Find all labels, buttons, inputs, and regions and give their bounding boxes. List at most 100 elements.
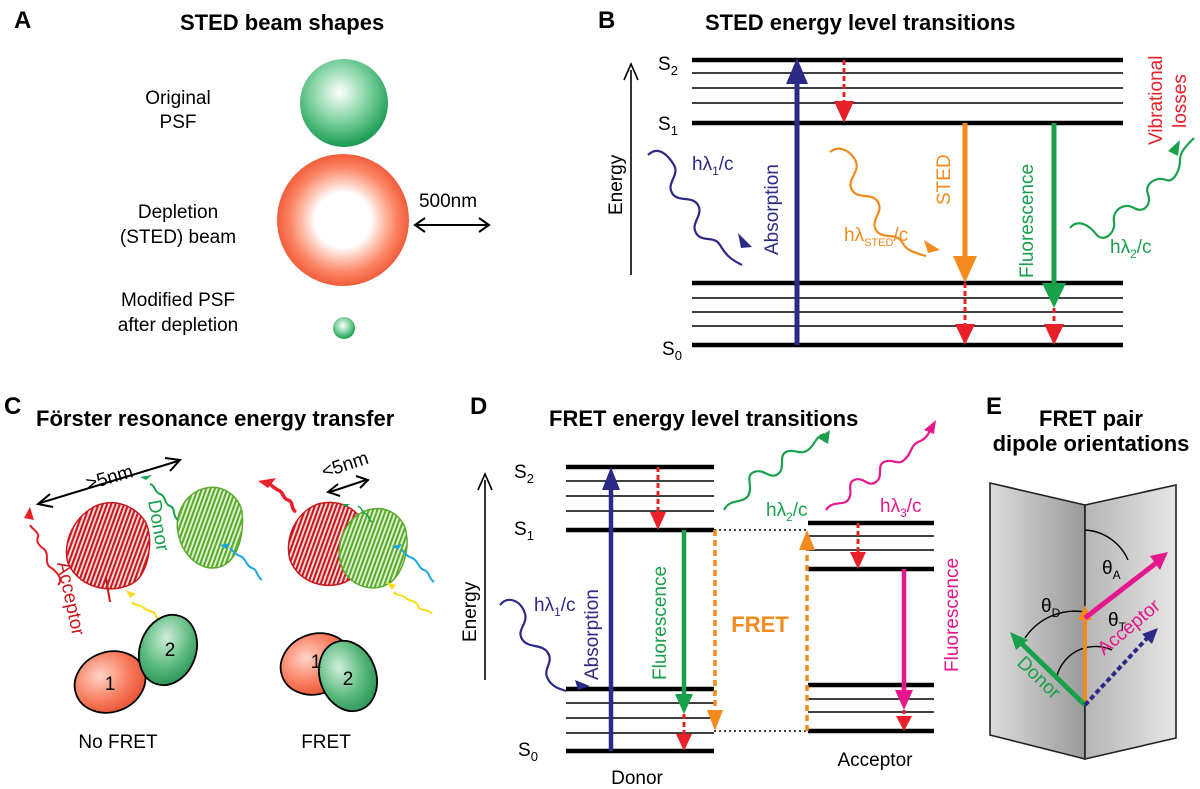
panel-d: D FRET energy level transitions Energy S… bbox=[460, 393, 963, 789]
d-s0-label: S0 bbox=[518, 740, 538, 764]
fret-acceptor-excitation-wave bbox=[393, 591, 433, 615]
d-donor-caption: Donor bbox=[611, 768, 663, 789]
absorption-arrow bbox=[786, 58, 808, 345]
bead-1-nofret-label: 1 bbox=[105, 674, 116, 695]
sted-label: STED bbox=[934, 154, 955, 205]
energy-axis-label: Energy bbox=[606, 154, 627, 215]
d-fluorescence-label-donor: Fluorescence bbox=[650, 566, 671, 680]
fluorescence-arrow bbox=[1042, 123, 1066, 308]
d-vib-loss-donor-bottom bbox=[676, 714, 692, 751]
d-fluorescence-label-acceptor: Fluorescence bbox=[942, 558, 963, 672]
photon-wave-emission bbox=[1069, 137, 1195, 239]
bead-2-nofret-label: 2 bbox=[165, 640, 176, 661]
fret-acceptor-excitation-head bbox=[386, 582, 396, 590]
bead-2-fret bbox=[318, 639, 378, 713]
acceptor-protein-nofret bbox=[65, 502, 151, 590]
panel-b-title: STED energy level transitions bbox=[705, 10, 1016, 35]
donor-levels bbox=[566, 464, 714, 754]
theta-a-label: θA bbox=[1102, 558, 1121, 582]
d-vib-loss-acceptor-bottom bbox=[896, 710, 912, 731]
photon2-label: hλ2/c bbox=[1110, 237, 1152, 261]
panel-e: E FRET pair dipole orientations θA θD θT… bbox=[986, 393, 1190, 761]
photon-wave-sted-head bbox=[924, 240, 940, 253]
acceptor-dipole-vector bbox=[1083, 558, 1162, 620]
donor-emission-wave bbox=[149, 483, 179, 521]
acceptor-dipole-head bbox=[1150, 552, 1168, 570]
scale-500nm-label: 500nm bbox=[419, 191, 477, 212]
donor-excitation-wave bbox=[229, 547, 263, 581]
s2-label: S2 bbox=[658, 54, 678, 78]
transfer-dipole-head bbox=[1142, 628, 1158, 644]
fret-donor-excitation-head bbox=[392, 544, 402, 550]
d-s1-label: S1 bbox=[514, 519, 534, 543]
d-fluorescence-arrow-acceptor bbox=[895, 569, 913, 710]
panel-d-letter: D bbox=[470, 393, 487, 420]
absorption-label: Absorption bbox=[762, 164, 783, 255]
vibrational-losses-label-2: losses bbox=[1170, 74, 1191, 128]
donor-emission-head bbox=[140, 475, 152, 480]
d-fluorescence-arrow-donor bbox=[675, 530, 693, 714]
energy-axis-label-d: Energy bbox=[460, 581, 481, 642]
panel-c-letter: C bbox=[4, 393, 21, 420]
original-psf-label-2: PSF bbox=[160, 112, 197, 133]
d-vib-loss-acceptor-top bbox=[850, 523, 866, 569]
panel-b: B STED energy level transitions Energy S… bbox=[598, 7, 1195, 363]
fret-donor-excitation-wave bbox=[401, 549, 435, 583]
donor-dipole-vector bbox=[1016, 638, 1087, 707]
dipole-plane-left bbox=[989, 481, 1086, 761]
modified-psf-label-1: Modified PSF bbox=[121, 290, 235, 311]
d-photon-wave-donor-emission bbox=[723, 432, 825, 511]
d-absorption-arrow bbox=[602, 467, 620, 751]
fret-donor-emission-wave bbox=[357, 505, 373, 523]
fret-acceptor-emission-head bbox=[258, 478, 276, 488]
bead-2-fret-label: 2 bbox=[343, 669, 354, 690]
fluorescence-label: Fluorescence bbox=[1017, 164, 1038, 278]
bead-2-nofret bbox=[138, 613, 198, 687]
d-photon-wave-absorb bbox=[499, 598, 567, 693]
photon1-label: hλ1/c bbox=[692, 154, 734, 178]
modified-psf-spot bbox=[333, 317, 355, 339]
panel-b-letter: B bbox=[598, 7, 615, 34]
panel-c: C Förster resonance energy transfer >5nm… bbox=[4, 393, 435, 753]
d-acceptor-caption: Acceptor bbox=[838, 750, 914, 771]
s1-label: S1 bbox=[658, 114, 678, 138]
d-photon1-label: hλ1/c bbox=[534, 595, 576, 619]
vibrational-loss-arrow-top bbox=[834, 60, 854, 123]
depletion-donut bbox=[277, 154, 409, 286]
fret-acceptor-emission-wave bbox=[268, 482, 298, 514]
vibrational-losses-label-1: Vibrational bbox=[1146, 56, 1167, 145]
distance-gt5nm-arrow bbox=[35, 457, 183, 508]
d-photon-wave-acceptor-emission-head bbox=[924, 420, 936, 434]
s0-label: S0 bbox=[662, 339, 682, 363]
s1-s2-levels bbox=[692, 57, 1123, 126]
donor-protein-nofret bbox=[176, 486, 244, 569]
acceptor-emission-head bbox=[24, 507, 34, 520]
fret-caption: FRET bbox=[301, 732, 351, 753]
theta-a-arc bbox=[1084, 529, 1129, 561]
photon-wave-sted bbox=[829, 147, 927, 258]
distance-gt5nm-label: >5nm bbox=[84, 461, 136, 494]
panel-a-letter: A bbox=[14, 7, 31, 34]
donor-protein-fret bbox=[338, 507, 408, 589]
panel-c-title: Förster resonance energy transfer bbox=[36, 406, 395, 431]
acceptor-linker-nofret bbox=[105, 577, 111, 603]
theta-t-label: θT bbox=[1108, 610, 1127, 634]
sted-arrow bbox=[953, 123, 977, 283]
bead-1-fret-label: 1 bbox=[311, 652, 322, 673]
acceptor-excitation-head bbox=[126, 590, 136, 598]
depletion-label-2: (STED) beam bbox=[120, 227, 236, 248]
original-psf-spot bbox=[300, 59, 388, 147]
d-photon-wave-donor-emission-head bbox=[818, 430, 830, 444]
photon-sted-label: hλSTED/c bbox=[844, 225, 908, 249]
modified-psf-label-2: after depletion bbox=[118, 315, 238, 336]
photon-wave-absorb-head bbox=[738, 233, 752, 248]
energy-axis-arrow-d bbox=[477, 472, 493, 680]
d-vib-loss-donor-top bbox=[650, 467, 666, 530]
distance-lt5nm-arrow bbox=[325, 475, 370, 497]
panel-e-title-1: FRET pair bbox=[1039, 406, 1143, 431]
d-photon2-label: hλ2/c bbox=[766, 500, 808, 524]
theta-d-arc bbox=[1024, 610, 1086, 639]
panel-e-title-2: dipole orientations bbox=[993, 431, 1190, 456]
d-photon3-label: hλ3/c bbox=[880, 496, 922, 520]
